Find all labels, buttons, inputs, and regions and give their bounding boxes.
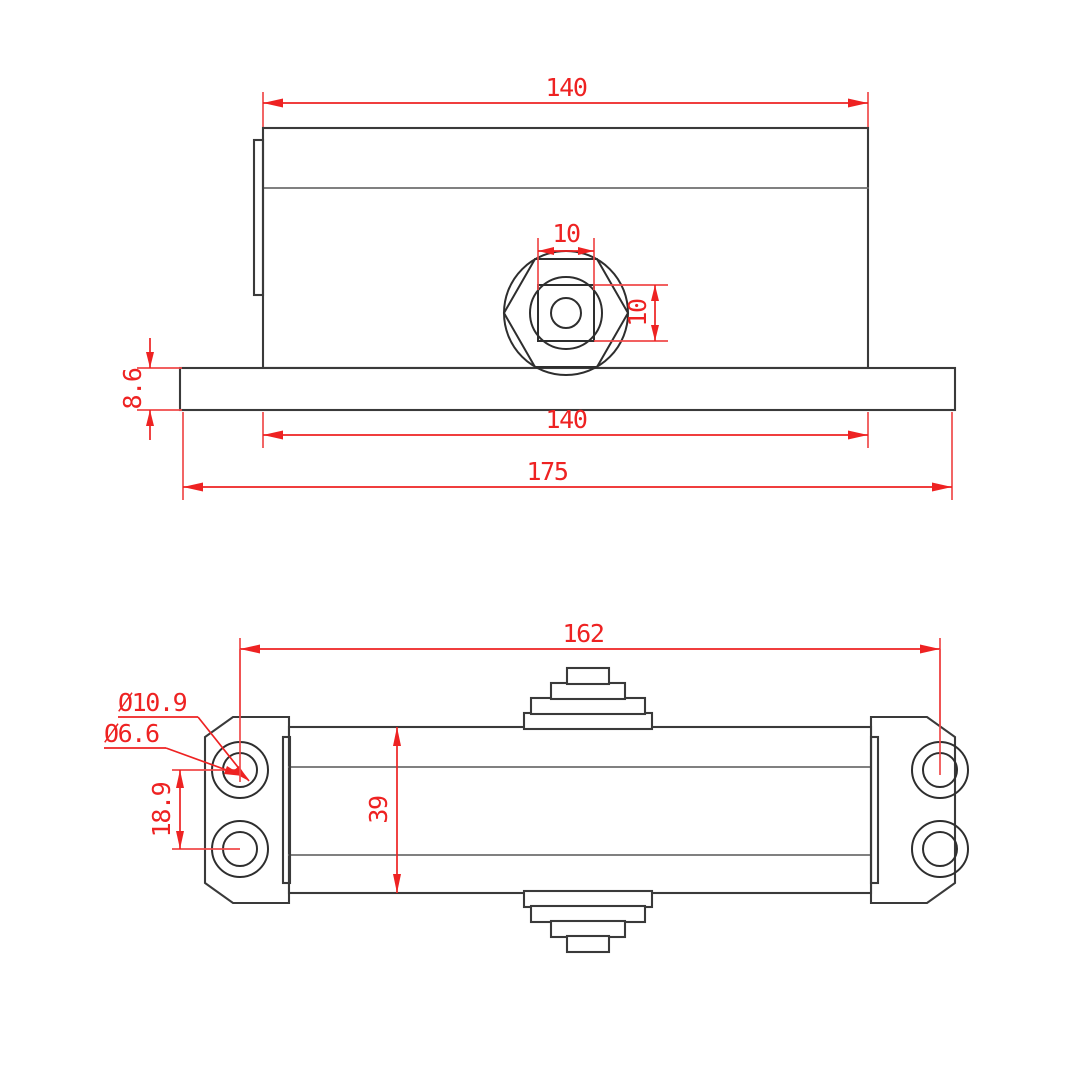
dimension-label-front-overall-width: 175 — [527, 457, 568, 486]
spindle-square — [537, 284, 595, 342]
spindle-bore-circle — [550, 297, 582, 329]
plan-top-spindle-boss — [522, 666, 654, 731]
dimension-label-hole-spacing: 18.9 — [147, 782, 176, 837]
plan-view: 162 — [104, 619, 969, 954]
dimension-label-hex-height: 10 — [623, 299, 652, 327]
boss-step-2 — [529, 904, 647, 924]
dimension-label-front-top-width: 140 — [546, 73, 587, 102]
front-left-tab — [252, 138, 265, 297]
spindle-hexagon — [502, 258, 630, 368]
plan-body-left-tab — [281, 735, 292, 885]
leader-label-hole-inner-dia: Ø6.6 — [104, 719, 159, 748]
dimension-hole-spacing: 18.9 — [147, 769, 240, 850]
leader-label-hole-outer-dia: Ø10.9 — [118, 688, 187, 717]
boss-step-1 — [522, 889, 654, 909]
plan-body-right-tab — [869, 735, 880, 885]
boss-step-3 — [549, 681, 627, 701]
boss-step-4 — [565, 934, 611, 954]
boss-step-3 — [549, 919, 627, 939]
front-hex-spindle — [502, 250, 630, 376]
dimension-label-front-plate-width: 140 — [546, 405, 587, 434]
front-body-outline — [261, 126, 870, 370]
dimension-plan-body-width: 39 — [364, 727, 401, 893]
dimension-label-plate-thickness: 8.6 — [118, 368, 147, 409]
dimension-front-overall-width: 175 — [182, 412, 953, 500]
spindle-mid-circle — [529, 276, 603, 350]
hole-through-circle — [922, 831, 958, 867]
boss-step-1 — [522, 711, 654, 731]
dimension-hex-height: 10 — [594, 284, 668, 342]
dimension-hex-width: 10 — [537, 219, 595, 290]
dimension-label-plan-overall-length: 162 — [563, 619, 604, 648]
leader-hole-inner-dia: Ø6.6 — [104, 719, 244, 777]
dimension-front-top-width: 140 — [262, 73, 869, 135]
plan-right-bracket — [869, 715, 957, 905]
plan-bottom-spindle-boss — [522, 889, 654, 954]
front-elevation-view: 140 10 — [118, 73, 957, 500]
dimension-label-hex-width: 10 — [552, 219, 580, 248]
dimension-front-plate-width: 140 — [262, 405, 869, 448]
plan-right-hole-lower — [911, 820, 969, 878]
dimension-label-plan-body-width: 39 — [364, 796, 393, 824]
dimension-plate-thickness: 8.6 — [118, 338, 182, 440]
boss-step-2 — [529, 696, 647, 716]
hole-counterbore-circle — [911, 820, 969, 878]
boss-step-4 — [565, 666, 611, 686]
